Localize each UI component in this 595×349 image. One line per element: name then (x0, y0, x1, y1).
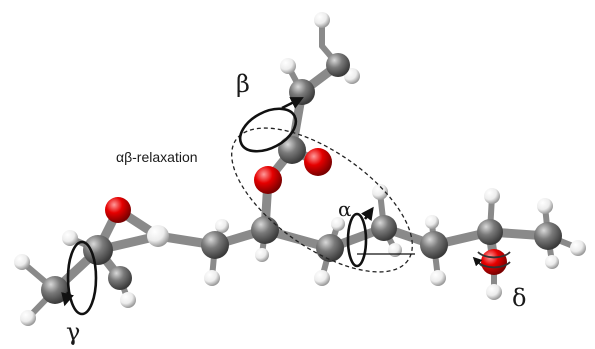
alpha-rotation-arrow (346, 206, 415, 268)
carbon-atom (201, 231, 229, 259)
hydrogen-atom (484, 188, 500, 204)
relaxation-label: αβ-relaxation (116, 149, 198, 165)
carbon-atom (251, 216, 279, 244)
relaxation-ellipse (231, 127, 413, 273)
carbon-atom (326, 53, 350, 77)
hydrogen-atom (204, 270, 220, 286)
oxygen-atom (481, 249, 507, 275)
carbon-atom (108, 266, 132, 290)
delta-rotation-arrow (472, 251, 511, 269)
hydrogen-atom (331, 217, 345, 231)
carbon-atom (420, 231, 448, 259)
hydrogen-atom (62, 230, 78, 246)
oxygen-atoms (105, 148, 507, 275)
hydrogen-atom (314, 270, 330, 286)
carbon-atom (41, 276, 69, 304)
alpha-label: α (338, 197, 352, 221)
oxygen-atom (304, 148, 332, 176)
hydrogen-atom (215, 219, 229, 233)
carbon-atom (477, 219, 503, 245)
gamma-rotation-arrow (61, 240, 98, 316)
hydrogen-atom (14, 254, 30, 270)
carbon-atom (534, 222, 562, 250)
hydrogen-atom (545, 255, 559, 269)
hydrogen-atom (255, 248, 269, 262)
carbon-atom (316, 234, 344, 262)
hydrogen-atom (280, 58, 296, 74)
hydrogen-atoms (14, 12, 586, 326)
carbon-atom (83, 235, 113, 265)
hydrogen-atom (344, 68, 360, 84)
beta-label: β (236, 70, 250, 98)
gamma-label: γ (66, 318, 80, 346)
oxygen-atom (254, 166, 282, 194)
hydrogen-atom (120, 292, 136, 308)
hydrogen-atom (425, 215, 439, 229)
hydrogen-atom (430, 270, 446, 286)
hydrogen-atom (147, 225, 169, 247)
delta-label: δ (512, 284, 526, 312)
hydrogen-atom (486, 284, 502, 300)
carbon-atom (371, 215, 397, 241)
oxygen-atom (105, 197, 131, 223)
hydrogen-atom (314, 12, 330, 28)
hydrogen-atom (20, 310, 36, 326)
hydrogen-atom (372, 184, 388, 200)
hydrogen-atom (570, 240, 586, 256)
hydrogen-atom (537, 198, 553, 214)
beta-rotation-arrow (238, 97, 304, 153)
carbon-atom (278, 136, 306, 164)
hydrogen-atom (388, 243, 402, 257)
